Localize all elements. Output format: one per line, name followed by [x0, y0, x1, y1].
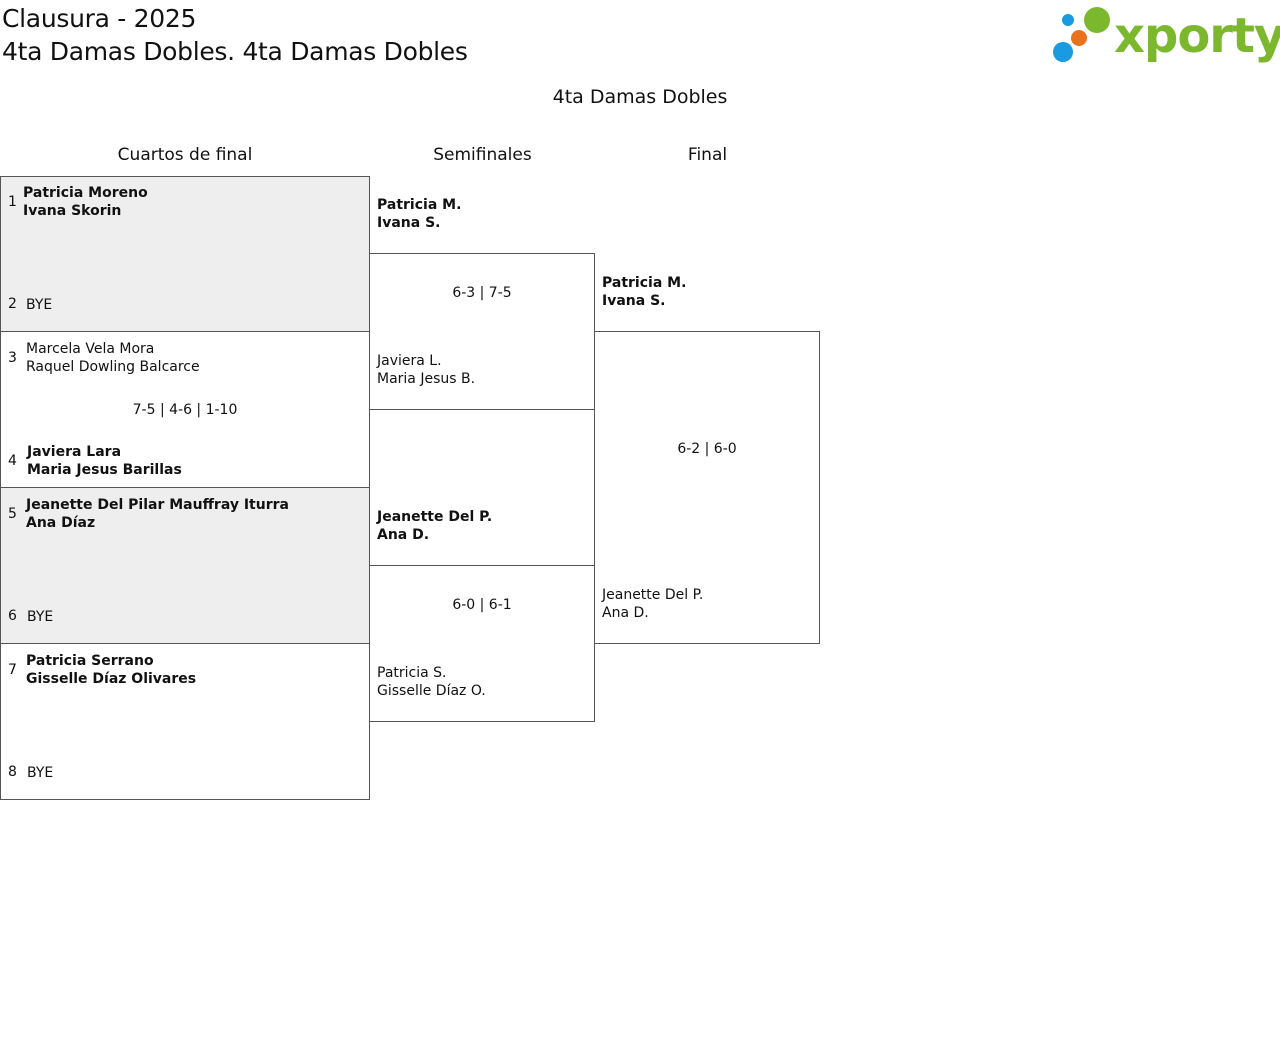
player-name: Javiera L.	[377, 353, 442, 369]
player-name: Patricia Moreno	[23, 185, 148, 201]
team-sf2-a: Jeanette Del P. Ana D.	[377, 508, 492, 544]
player-name: Jeanette Del P.	[377, 509, 493, 525]
match-score: 6-2 | 6-0	[677, 441, 737, 457]
player-name: Patricia S.	[377, 665, 447, 681]
team-qf1-a: Patricia Moreno Ivana Skorin	[23, 184, 148, 220]
xporty-logo-text: xporty	[1114, 8, 1280, 64]
player-name: Jeanette Del P.	[602, 587, 704, 603]
round-title-final: Final	[687, 145, 728, 165]
team-sf1-b: Javiera L. Maria Jesus B.	[377, 352, 475, 388]
category-title: 4ta Damas Dobles. 4ta Damas Dobles	[2, 37, 468, 66]
match-qf-1[interactable]: 1 Patricia Moreno Ivana Skorin 2 BYE	[0, 176, 370, 332]
player-name: Ivana S.	[377, 215, 441, 231]
player-name: Ana Díaz	[26, 515, 96, 531]
round-title-quarterfinals: Cuartos de final	[117, 145, 253, 165]
match-score: 6-0 | 6-1	[452, 597, 512, 613]
seed-number: 4	[8, 453, 17, 469]
match-qf-2[interactable]: 3 Marcela Vela Mora Raquel Dowling Balca…	[0, 331, 370, 488]
player-name: Javiera Lara	[27, 444, 122, 460]
match-sf-1[interactable]: 6-3 | 7-5 Javiera L. Maria Jesus B.	[369, 253, 595, 410]
team-qf3-a: Jeanette Del Pilar Mauffray Iturra Ana D…	[26, 496, 289, 532]
match-qf-4[interactable]: 7 Patricia Serrano Gisselle Díaz Olivare…	[0, 643, 370, 800]
bracket-title: 4ta Damas Dobles	[552, 86, 728, 108]
player-name: Ivana S.	[602, 293, 666, 309]
match-score: 7-5 | 4-6 | 1-10	[132, 402, 238, 418]
player-name: Jeanette Del Pilar Mauffray Iturra	[26, 497, 289, 513]
seed-number: 7	[8, 662, 17, 678]
player-name: Maria Jesus B.	[377, 371, 476, 387]
player-name: Gisselle Díaz O.	[377, 683, 486, 699]
match-final[interactable]: 6-2 | 6-0 Jeanette Del P. Ana D.	[594, 331, 820, 644]
player-name: Ana D.	[602, 605, 649, 621]
team-qf4-a: Patricia Serrano Gisselle Díaz Olivares	[26, 652, 196, 688]
bye-label: BYE	[26, 297, 53, 313]
player-name: Patricia M.	[377, 197, 462, 213]
match-score: 6-3 | 7-5	[452, 285, 512, 301]
player-name: Ivana Skorin	[23, 203, 122, 219]
team-sf1-a: Patricia M. Ivana S.	[377, 196, 461, 232]
team-final-a: Patricia M. Ivana S.	[602, 274, 686, 310]
team-sf2-b: Patricia S. Gisselle Díaz O.	[377, 664, 486, 700]
bye-label: BYE	[27, 609, 54, 625]
team-qf2-b: Javiera Lara Maria Jesus Barillas	[27, 443, 182, 479]
seed-number: 5	[8, 506, 17, 522]
player-name: Patricia M.	[602, 275, 687, 291]
player-name: Gisselle Díaz Olivares	[26, 671, 197, 687]
bye-label: BYE	[27, 765, 54, 781]
player-name: Ana D.	[377, 527, 430, 543]
seed-number: 6	[8, 608, 17, 624]
seed-number: 8	[8, 764, 17, 780]
player-name: Patricia Serrano	[26, 653, 154, 669]
match-sf-2[interactable]: 6-0 | 6-1 Patricia S. Gisselle Díaz O.	[369, 565, 595, 722]
round-title-semifinals: Semifinales	[433, 145, 532, 165]
match-qf-3[interactable]: 5 Jeanette Del Pilar Mauffray Iturra Ana…	[0, 487, 370, 644]
tournament-title: Clausura - 2025	[2, 4, 197, 33]
xporty-logo-dots-icon	[1053, 7, 1110, 62]
seed-number: 1	[8, 194, 17, 210]
team-final-b: Jeanette Del P. Ana D.	[602, 586, 703, 622]
seed-number: 2	[8, 296, 17, 312]
xporty-logo: xporty	[1052, 4, 1280, 68]
seed-number: 3	[8, 350, 17, 366]
player-name: Raquel Dowling Balcarce	[26, 359, 200, 375]
team-qf2-a: Marcela Vela Mora Raquel Dowling Balcarc…	[26, 340, 200, 376]
player-name: Marcela Vela Mora	[26, 341, 155, 357]
player-name: Maria Jesus Barillas	[27, 462, 182, 478]
